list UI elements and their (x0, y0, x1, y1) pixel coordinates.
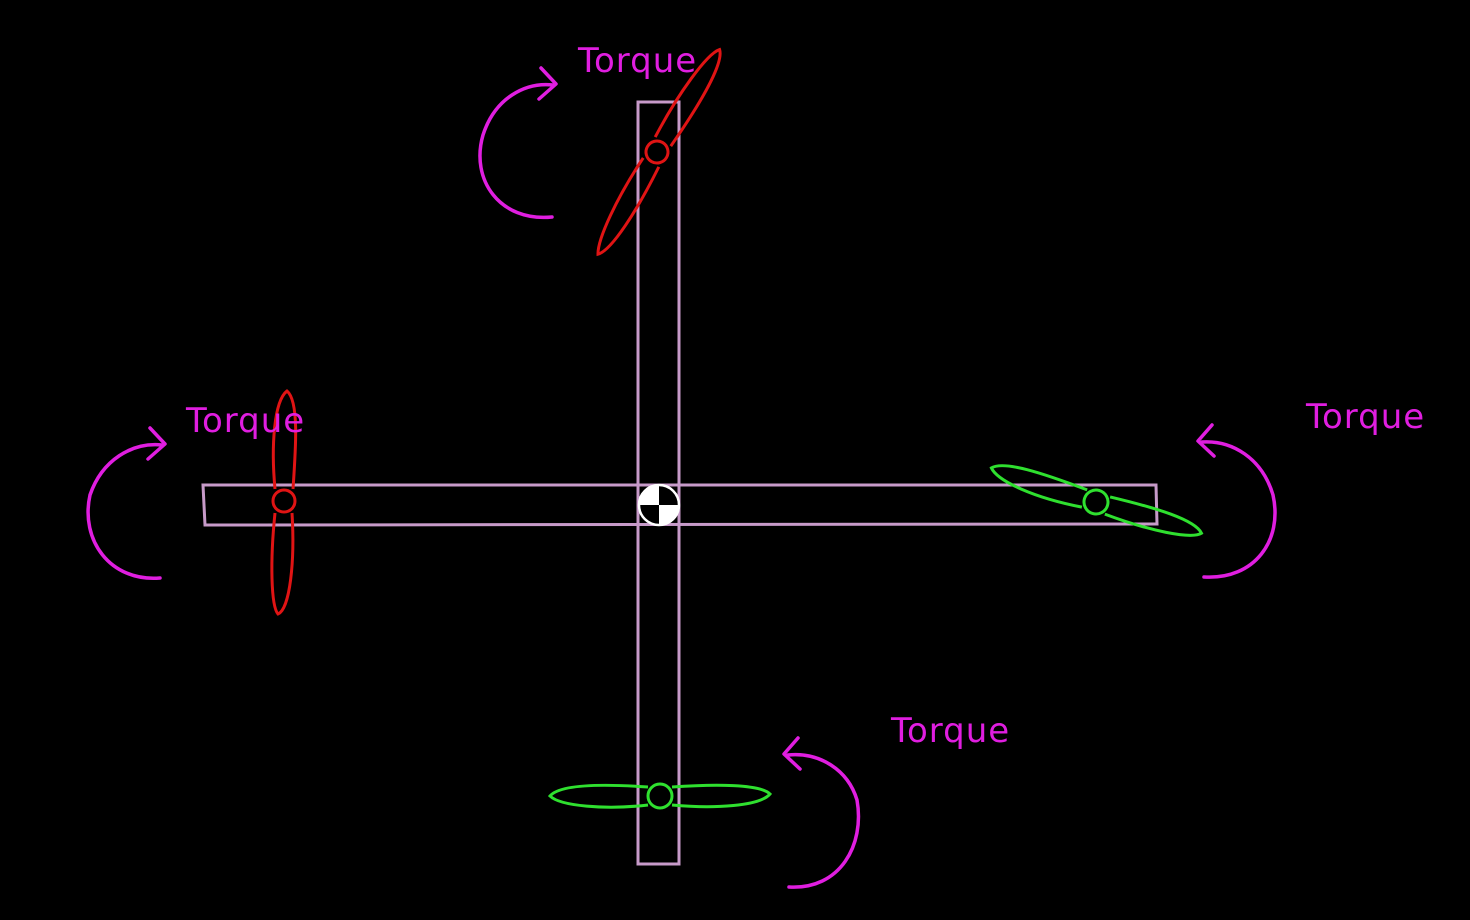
propeller-top-blade-lower (596, 157, 661, 257)
arrowhead-icon (1196, 423, 1216, 458)
torque-arrow-top (478, 66, 558, 220)
torque-arrow-bottom (782, 736, 861, 889)
propeller-right-blade-lower (1104, 495, 1204, 537)
torque-label-bottom: Torque (890, 711, 1010, 751)
curved-arrow-icon (786, 752, 861, 889)
torque-label-right: Torque (1305, 397, 1425, 437)
propeller-bottom-blade-right (671, 783, 773, 809)
torque-label-left: Torque (185, 401, 305, 441)
propeller-bottom (547, 782, 773, 810)
propeller-top-hub (644, 139, 670, 165)
propeller-left-blade-lower (270, 512, 295, 616)
curved-arrow-icon (1200, 440, 1277, 579)
propeller-left-hub (271, 488, 297, 514)
center-of-mass-icon (637, 483, 681, 527)
propeller-left (270, 389, 298, 616)
arrowhead-icon (146, 426, 167, 461)
propeller-top (596, 47, 722, 257)
propeller-right (989, 464, 1204, 537)
curved-arrow-icon (478, 82, 555, 220)
arrowhead-icon (537, 66, 558, 101)
propeller-top-blade-upper (653, 47, 722, 147)
torque-label-top: Torque (577, 41, 697, 81)
propeller-bottom-blade-left (547, 783, 649, 809)
propeller-bottom-hub (646, 782, 674, 810)
curved-arrow-icon (86, 442, 164, 580)
propeller-left-blade-upper (271, 389, 298, 490)
torque-arrow-left (86, 426, 167, 580)
torque-arrow-right (1196, 423, 1277, 579)
propeller-right-hub (1082, 488, 1110, 516)
frame-vertical-arm (636, 100, 681, 866)
arrowhead-icon (782, 736, 802, 771)
propeller-right-blade-upper (989, 464, 1088, 509)
